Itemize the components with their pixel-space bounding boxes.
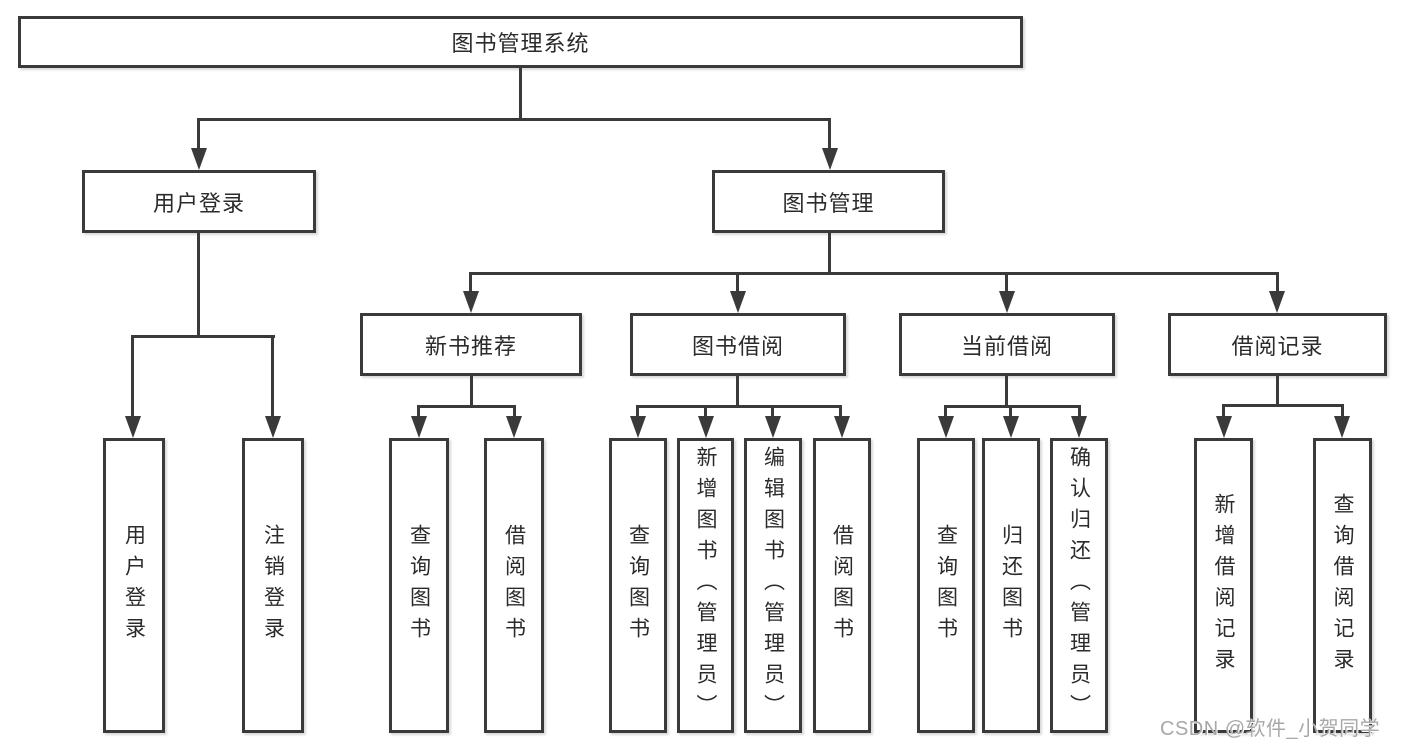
node-label: 当前借阅	[960, 333, 1053, 359]
leaf-query-books-borrowing: 查询图书	[609, 438, 667, 733]
arrow-down-icon	[191, 148, 207, 170]
connector-line	[1005, 272, 1008, 293]
connector-line	[1009, 405, 1012, 418]
leaf-label: 借阅图书	[502, 523, 526, 648]
connector-line	[1276, 272, 1279, 293]
connector-line	[828, 118, 831, 151]
node-label: 新书推荐	[424, 333, 517, 359]
connector-line	[469, 272, 472, 293]
node-current-borrowing: 当前借阅	[899, 313, 1115, 376]
arrow-down-icon	[698, 416, 714, 438]
arrow-down-icon	[463, 291, 479, 313]
connector-line	[736, 272, 739, 293]
leaf-label: 查询借阅记录	[1331, 492, 1354, 679]
connector-line	[197, 118, 200, 151]
leaf-add-book-admin: 新增图书（管理员）	[677, 438, 734, 733]
connector-line	[771, 405, 774, 418]
node-label: 图书借阅	[691, 333, 784, 359]
node-label: 借阅记录	[1231, 333, 1324, 359]
leaf-user-login: 用户登录	[103, 438, 165, 733]
node-book-borrowing: 图书借阅	[630, 313, 846, 376]
connector-line	[1222, 404, 1225, 418]
leaf-logout: 注销登录	[242, 438, 304, 733]
arrow-down-icon	[1334, 416, 1350, 438]
connector-line	[636, 405, 639, 418]
node-label: 用户登录	[152, 190, 245, 216]
connector-line	[636, 405, 842, 408]
connector-line	[1078, 405, 1081, 418]
leaf-label: 注销登录	[261, 523, 285, 648]
arrow-down-icon	[411, 416, 427, 438]
leaf-add-borrow-record: 新增借阅记录	[1194, 438, 1253, 733]
connector-line	[470, 376, 473, 407]
leaf-label: 借阅图书	[830, 523, 854, 648]
leaf-label: 确认归还（管理员）	[1067, 446, 1091, 725]
leaf-borrow-books: 借阅图书	[813, 438, 871, 733]
leaf-borrow-books-recommend: 借阅图书	[484, 438, 544, 733]
node-user-login: 用户登录	[82, 170, 316, 233]
arrow-down-icon	[938, 416, 954, 438]
leaf-label: 查询图书	[407, 523, 431, 648]
node-label: 图书管理系统	[451, 31, 590, 56]
connector-line	[131, 335, 134, 418]
leaf-label: 新增借阅记录	[1212, 492, 1235, 679]
connector-line	[704, 405, 707, 418]
node-library-management-system: 图书管理系统	[18, 16, 1023, 68]
connector-line	[1222, 404, 1344, 407]
leaf-confirm-return-admin: 确认归还（管理员）	[1050, 438, 1108, 733]
arrow-down-icon	[125, 416, 141, 438]
arrow-down-icon	[265, 416, 281, 438]
leaf-query-books-current: 查询图书	[917, 438, 975, 733]
arrow-down-icon	[1071, 416, 1087, 438]
connector-line	[944, 405, 947, 418]
connector-line	[469, 272, 1279, 275]
arrow-down-icon	[834, 416, 850, 438]
node-new-book-recommendation: 新书推荐	[360, 313, 582, 376]
arrow-down-icon	[630, 416, 646, 438]
leaf-label: 归还图书	[999, 523, 1023, 648]
connector-line	[944, 405, 1081, 408]
arrow-down-icon	[765, 416, 781, 438]
connector-line	[1341, 404, 1344, 418]
arrow-down-icon	[506, 416, 522, 438]
arrow-down-icon	[1216, 416, 1232, 438]
connector-line	[131, 335, 275, 338]
leaf-return-books: 归还图书	[982, 438, 1040, 733]
connector-line	[519, 68, 522, 120]
connector-line	[271, 335, 274, 418]
leaf-label: 新增图书（管理员）	[694, 446, 717, 725]
watermark: CSDN @软件_小贺同学	[1160, 718, 1381, 740]
arrow-down-icon	[822, 148, 838, 170]
leaf-label: 用户登录	[122, 523, 146, 648]
arrow-down-icon	[1269, 291, 1285, 313]
arrow-down-icon	[1003, 416, 1019, 438]
leaf-query-borrow-record: 查询借阅记录	[1313, 438, 1372, 733]
connector-line	[839, 405, 842, 418]
node-label: 图书管理	[782, 190, 875, 216]
leaf-label: 查询图书	[934, 523, 958, 648]
leaf-label: 编辑图书（管理员）	[761, 446, 785, 725]
connector-line	[736, 376, 739, 407]
connector-line	[828, 233, 831, 274]
leaf-label: 查询图书	[626, 523, 650, 648]
leaf-edit-book-admin: 编辑图书（管理员）	[744, 438, 802, 733]
connector-line	[417, 405, 420, 418]
arrow-down-icon	[730, 291, 746, 313]
leaf-query-books-recommend: 查询图书	[389, 438, 449, 733]
connector-line	[198, 118, 831, 121]
connector-line	[1005, 376, 1008, 407]
node-borrowing-records: 借阅记录	[1168, 313, 1387, 376]
connector-line	[417, 405, 516, 408]
arrow-down-icon	[999, 291, 1015, 313]
connector-line	[513, 405, 516, 418]
connector-line	[197, 233, 200, 337]
connector-line	[1276, 376, 1279, 406]
node-book-management: 图书管理	[712, 170, 945, 233]
